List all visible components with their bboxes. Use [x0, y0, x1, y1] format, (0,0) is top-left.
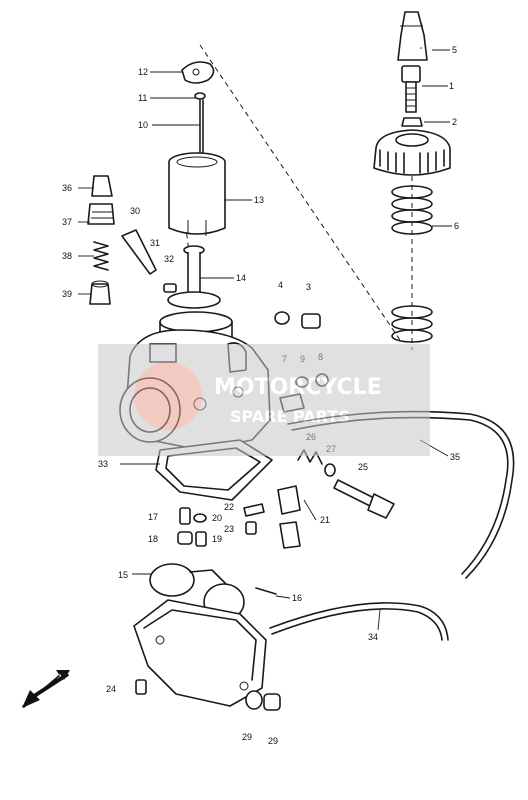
callout-25: 25 — [358, 462, 368, 472]
callout-29b: 29 — [268, 736, 278, 746]
callout-3: 3 — [306, 282, 311, 292]
part-10-needle — [199, 99, 204, 161]
float-bowl — [133, 599, 267, 707]
part-4-washer — [274, 311, 290, 325]
callout-6: 6 — [454, 221, 459, 231]
watermark-logo-icon — [134, 362, 202, 430]
callout-11: 11 — [138, 93, 147, 103]
callout-38: 38 — [62, 251, 72, 261]
part-36-cap — [91, 175, 113, 197]
part-32-washer — [163, 283, 177, 293]
part-1-adjuster — [401, 65, 421, 113]
callout-15: 15 — [118, 570, 128, 580]
callout-17: 17 — [148, 512, 158, 522]
callout-2: 2 — [452, 117, 457, 127]
part-23-screw — [245, 521, 257, 535]
part-6-spring — [391, 185, 433, 343]
part-29-washer — [245, 690, 263, 710]
part-29-plug — [263, 693, 281, 711]
callout-14: 14 — [236, 273, 246, 283]
part-25-screw — [333, 479, 395, 519]
callout-10: 10 — [138, 120, 148, 130]
callout-5: 5 — [452, 45, 457, 55]
part-30-screw — [121, 229, 157, 275]
callout-18: 18 — [148, 534, 158, 544]
part-39-plunger — [89, 280, 111, 305]
part-13-throttle-slide — [168, 152, 226, 236]
callout-33: 33 — [98, 459, 108, 469]
callout-16: 16 — [292, 593, 302, 603]
callout-35: 35 — [450, 452, 460, 462]
watermark: MOTORCYCLE SPARE PARTS — [98, 344, 430, 456]
callout-4: 4 — [278, 280, 283, 290]
part-11-clip — [194, 92, 206, 100]
part-20-washer — [193, 513, 207, 523]
callout-21: 21 — [320, 515, 330, 525]
callout-20: 20 — [212, 513, 222, 523]
callout-19: 19 — [212, 534, 222, 544]
part-37-nut — [87, 203, 115, 225]
callout-24: 24 — [106, 684, 116, 694]
callout-32: 32 — [164, 254, 174, 264]
part-38-spring — [93, 241, 109, 271]
part-17-jet — [179, 507, 191, 525]
callout-37: 37 — [62, 217, 72, 227]
callout-leader-lines — [78, 47, 452, 631]
part-34-hose — [269, 602, 449, 641]
callout-1: 1 — [449, 81, 454, 91]
callout-12: 12 — [138, 67, 148, 77]
part-2-nut — [401, 117, 423, 127]
part-21-fittings — [277, 485, 301, 549]
callout-31: 31 — [150, 238, 160, 248]
callout-39: 39 — [62, 289, 72, 299]
callout-23: 23 — [224, 524, 234, 534]
part-15-float — [149, 563, 245, 621]
watermark-line2: SPARE PARTS — [230, 407, 350, 426]
watermark-line1: MOTORCYCLE — [214, 375, 382, 400]
part-19-jet — [195, 531, 207, 547]
part-3-bolt — [301, 313, 321, 329]
part-5-cap — [397, 11, 428, 61]
part-24-screw — [135, 679, 147, 695]
callout-34: 34 — [368, 632, 378, 642]
direction-arrow-icon — [22, 670, 70, 708]
part-27-washer — [324, 463, 336, 477]
callout-13: 13 — [254, 195, 264, 205]
callout-22: 22 — [224, 502, 234, 512]
part-22-screw — [243, 503, 265, 517]
part-top-cap — [373, 129, 451, 176]
callout-29a: 29 — [242, 732, 252, 742]
part-18-jet — [177, 531, 193, 545]
callout-30: 30 — [130, 206, 140, 216]
part-14-jet-holder — [167, 245, 221, 309]
callout-36: 36 — [62, 183, 72, 193]
part-16-pin — [255, 587, 277, 595]
part-12-plate — [181, 61, 215, 84]
